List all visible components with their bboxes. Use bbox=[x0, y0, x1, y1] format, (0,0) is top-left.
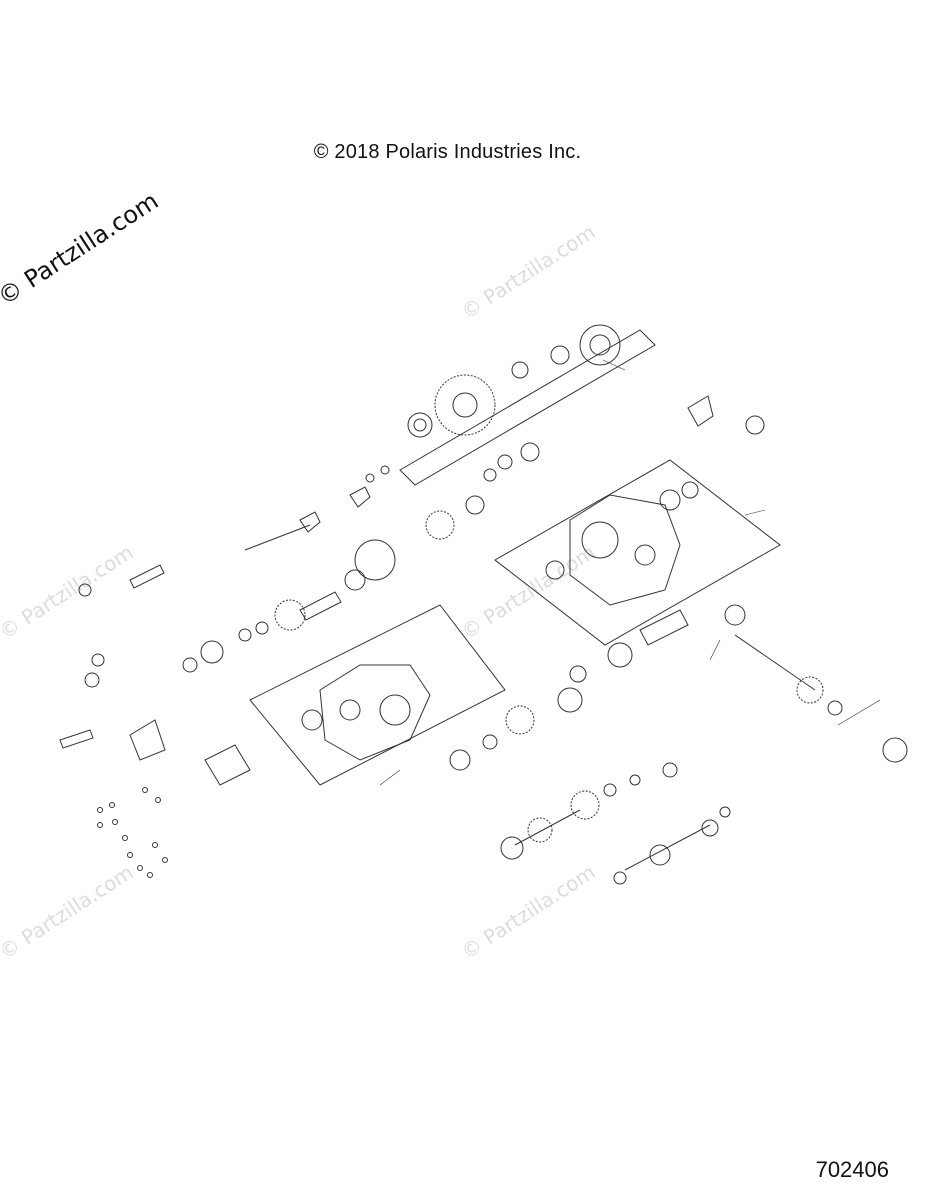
output-gear bbox=[796, 676, 824, 704]
group-box-case-left bbox=[249, 604, 506, 786]
transmission-case-left bbox=[319, 664, 431, 761]
ring-gear-hub bbox=[452, 392, 478, 418]
pinion-shaft bbox=[624, 824, 711, 871]
spring bbox=[365, 473, 375, 483]
spring bbox=[380, 465, 390, 475]
output-shaft bbox=[734, 634, 816, 691]
case-bore bbox=[339, 699, 361, 721]
washer bbox=[344, 569, 366, 591]
washer bbox=[629, 774, 641, 786]
washer bbox=[613, 871, 627, 885]
bracket bbox=[129, 719, 166, 761]
bearing bbox=[659, 489, 681, 511]
gear bbox=[570, 790, 600, 820]
copyright-text: © 2018 Polaris Industries Inc. bbox=[313, 141, 582, 163]
washer bbox=[482, 734, 498, 750]
washer bbox=[255, 621, 269, 635]
shift-fork bbox=[299, 511, 321, 533]
washer bbox=[603, 783, 617, 797]
leader-lines bbox=[379, 359, 881, 786]
gear bbox=[724, 604, 746, 626]
main-shaft bbox=[514, 809, 581, 846]
seal bbox=[569, 665, 587, 683]
fastener-cluster bbox=[97, 787, 168, 878]
washer bbox=[238, 628, 252, 642]
washer bbox=[520, 442, 540, 462]
input-shaft bbox=[299, 591, 342, 621]
gear-small bbox=[91, 653, 105, 667]
bearing bbox=[662, 762, 678, 778]
seal bbox=[827, 700, 843, 716]
clutch-hub bbox=[200, 640, 224, 664]
washer bbox=[497, 454, 513, 470]
bearing bbox=[182, 657, 198, 673]
pinion-gear bbox=[649, 844, 671, 866]
carrier bbox=[579, 324, 621, 366]
diagram-number: 702406 bbox=[815, 1157, 889, 1182]
case-bore bbox=[379, 694, 411, 726]
seal bbox=[681, 481, 699, 499]
cap bbox=[882, 737, 908, 763]
seal-inner bbox=[413, 418, 427, 432]
mount-bracket bbox=[687, 395, 714, 427]
ring-gear bbox=[434, 374, 496, 436]
case-bore bbox=[581, 521, 619, 559]
carrier-inner bbox=[589, 334, 611, 356]
washer bbox=[78, 583, 92, 597]
chain-sprocket bbox=[354, 539, 396, 581]
group-box-differential bbox=[399, 329, 656, 486]
gear bbox=[527, 817, 553, 843]
group-box-case-right bbox=[494, 459, 781, 646]
bearing bbox=[701, 819, 719, 837]
washer bbox=[719, 806, 731, 818]
gear-small bbox=[84, 672, 100, 688]
cover bbox=[557, 687, 583, 713]
gear-large bbox=[274, 599, 306, 631]
case-bore bbox=[634, 544, 656, 566]
gear bbox=[505, 705, 535, 735]
cover-plate bbox=[204, 744, 251, 786]
actuator bbox=[745, 415, 765, 435]
seal bbox=[407, 412, 433, 438]
bearing bbox=[607, 642, 633, 668]
transmission-case-right bbox=[569, 494, 681, 606]
seal bbox=[449, 749, 471, 771]
bearing bbox=[511, 361, 529, 379]
seal bbox=[545, 560, 565, 580]
countershaft-gear bbox=[639, 609, 689, 646]
gear bbox=[425, 510, 455, 540]
shift-shaft bbox=[244, 524, 311, 551]
gear bbox=[465, 495, 485, 515]
seal bbox=[500, 836, 524, 860]
shift-lever bbox=[129, 564, 165, 589]
link-plate bbox=[59, 729, 94, 749]
shift-fork bbox=[349, 486, 371, 508]
washer bbox=[483, 468, 497, 482]
seal bbox=[301, 709, 323, 731]
bearing bbox=[550, 345, 570, 365]
